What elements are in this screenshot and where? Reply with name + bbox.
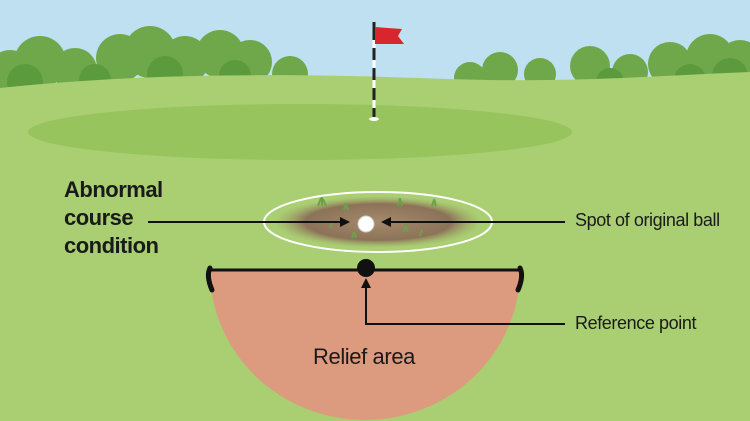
reference-point-dot	[357, 259, 375, 277]
golf-ball-icon	[357, 215, 375, 233]
putting-green	[28, 104, 572, 160]
abnormal-condition-patch	[274, 196, 482, 248]
reference-arrow	[361, 278, 565, 325]
abnormal-label-line3: condition	[64, 233, 159, 258]
flagstick-icon	[369, 22, 404, 121]
abnormal-condition-label: Abnormal course condition	[64, 176, 163, 260]
spot-of-original-ball-label: Spot of original ball	[575, 210, 720, 230]
reference-point-label: Reference point	[575, 313, 697, 333]
relief-area-label: Relief area	[313, 344, 415, 369]
abnormal-label-line2: course	[64, 205, 134, 230]
abnormal-label-line1: Abnormal	[64, 177, 163, 202]
relief-area	[210, 270, 520, 420]
